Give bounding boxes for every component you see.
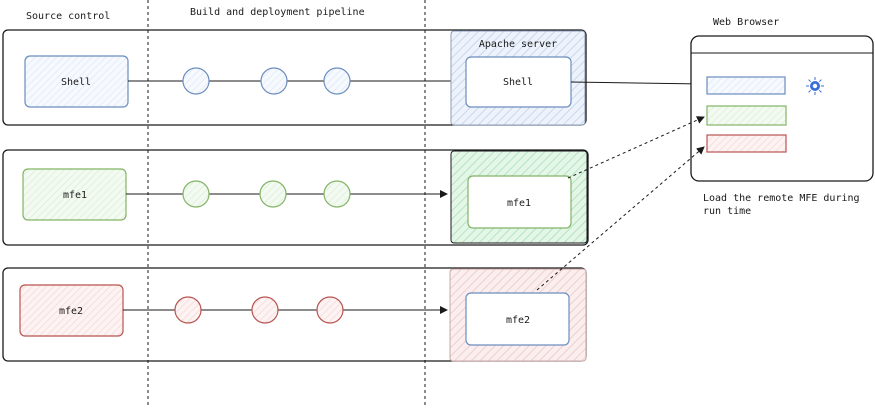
pipeline-row-shell: Shell Apache server Shell — [2, 29, 705, 126]
server-box-mfe1 — [467, 175, 572, 229]
server-label-shell: Shell — [503, 77, 533, 88]
pipeline-stage-mfe1-3 — [323, 180, 351, 208]
remote-load-arrow-mfe1 — [567, 116, 705, 179]
pipeline-stage-mfe1-1 — [182, 180, 210, 208]
web-browser-window — [690, 35, 874, 182]
pipeline-row-mfe2: mfe2 mfe2 — [2, 267, 587, 362]
server-label-mfe2: mfe2 — [506, 315, 530, 326]
row-container — [2, 149, 589, 246]
pipeline-stage-shell-1 — [182, 67, 210, 95]
pipeline-row-mfe1: mfe1 mfe1 — [2, 149, 589, 246]
pipeline-stage-mfe1-2 — [259, 180, 287, 208]
pipeline-stage-shell-2 — [260, 67, 288, 95]
source-label-mfe2: mfe2 — [59, 306, 83, 317]
row-container — [2, 29, 587, 126]
remote-load-arrow-mfe2 — [536, 146, 705, 291]
source-label-shell: Shell — [61, 77, 91, 88]
pipeline-stage-mfe2-3 — [316, 296, 344, 324]
loading-spinner-icon — [806, 77, 824, 95]
serve-arrow-shell — [570, 79, 705, 88]
pipeline-stage-mfe2-2 — [251, 296, 279, 324]
header-pipeline: Build and deployment pipeline — [190, 7, 365, 18]
header-web-browser: Web Browser — [713, 17, 780, 28]
pipeline-stage-mfe2-1 — [174, 296, 202, 324]
source-label-mfe1: mfe1 — [63, 190, 87, 201]
server-box-mfe2 — [465, 292, 570, 346]
pipeline-stage-shell-3 — [323, 67, 351, 95]
browser-slot-shell — [706, 76, 786, 95]
browser-caption: Load the remote MFE during run time — [703, 193, 860, 217]
browser-slot-mfe2 — [706, 134, 787, 153]
header-source-control: Source control — [26, 11, 111, 22]
browser-slot-mfe1 — [706, 105, 787, 126]
apache-server-title: Apache server — [479, 39, 557, 50]
server-label-mfe1: mfe1 — [507, 198, 531, 209]
